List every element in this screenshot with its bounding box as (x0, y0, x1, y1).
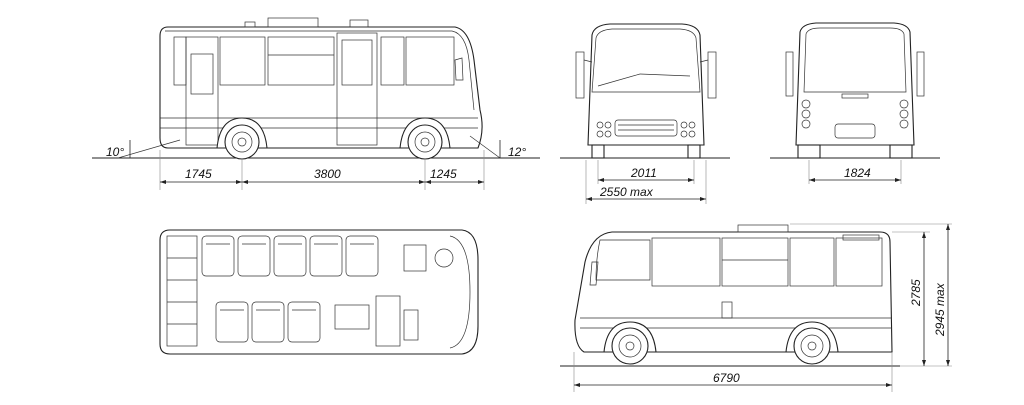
roof-hatch (267, 17, 319, 28)
rear-body-outline (795, 22, 915, 146)
rear-track-label: 1824 (844, 166, 871, 180)
passenger-seats-row-left (201, 235, 379, 277)
rear-bench-seat (166, 235, 198, 347)
rear-door (185, 36, 219, 146)
side2-mirror (589, 261, 599, 286)
side-window (267, 36, 335, 86)
front-body-outline (587, 23, 705, 146)
side-window (173, 36, 187, 86)
departure-angle-label: 12° (508, 145, 526, 159)
wheelbase-label: 3800 (314, 167, 341, 181)
rear-overhang-label: 1745 (185, 167, 212, 181)
side2-window (721, 237, 789, 287)
side2-front-wheel (611, 327, 649, 365)
front-door (336, 32, 378, 146)
rear-window (803, 27, 907, 93)
side2-body-outline (574, 231, 893, 353)
side-body-outline (159, 26, 483, 149)
front-wheel (407, 124, 443, 160)
rear-view: 1824 (770, 22, 940, 184)
front-overhang-label: 1245 (430, 167, 457, 181)
height-label: 2785 (909, 279, 923, 307)
passenger-seats-row-right (215, 301, 321, 343)
side2-window (789, 237, 835, 287)
windshield (591, 28, 701, 93)
side-view-right: 2785 2945 max 6790 (560, 223, 952, 392)
side-window (405, 36, 455, 86)
side2-front-window (595, 239, 651, 281)
rear-left-mirror (785, 51, 794, 97)
driver-seat (403, 244, 427, 272)
left-mirror (575, 51, 585, 99)
rear-right-mirror (916, 51, 925, 97)
side2-rear-wheel (793, 327, 831, 365)
side-view: 10° 12° 1745 3800 1245 (92, 17, 540, 190)
passenger-seat (215, 301, 249, 343)
passenger-seat (251, 301, 285, 343)
front-door-step (375, 295, 401, 347)
passenger-seat (287, 301, 321, 343)
rear-bumper-plate (834, 123, 876, 139)
max-height-label: 2945 max (933, 282, 947, 337)
side-window (380, 36, 405, 86)
passenger-seat (345, 235, 379, 277)
max-width-label: 2550 max (599, 185, 654, 199)
side2-roof-hatch (737, 224, 789, 233)
passenger-seat (273, 235, 307, 277)
passenger-seat (201, 235, 235, 277)
overall-length-label: 6790 (713, 371, 740, 385)
front-grille (614, 119, 678, 137)
passenger-seat (309, 235, 343, 277)
front-view: 2011 2550 max (560, 23, 730, 204)
passenger-seat (237, 235, 271, 277)
side2-window (835, 237, 883, 287)
plan-view (159, 229, 479, 355)
right-mirror (707, 51, 717, 99)
side2-window (651, 237, 721, 287)
front-track-label: 2011 (630, 166, 657, 180)
side-window (219, 36, 266, 86)
rear-wheel (224, 124, 260, 160)
steering-wheel (434, 248, 454, 268)
approach-angle-label: 10° (106, 145, 124, 159)
fuel-cap (721, 301, 733, 319)
side-mirror (454, 57, 464, 81)
plan-body-outline (159, 229, 479, 355)
